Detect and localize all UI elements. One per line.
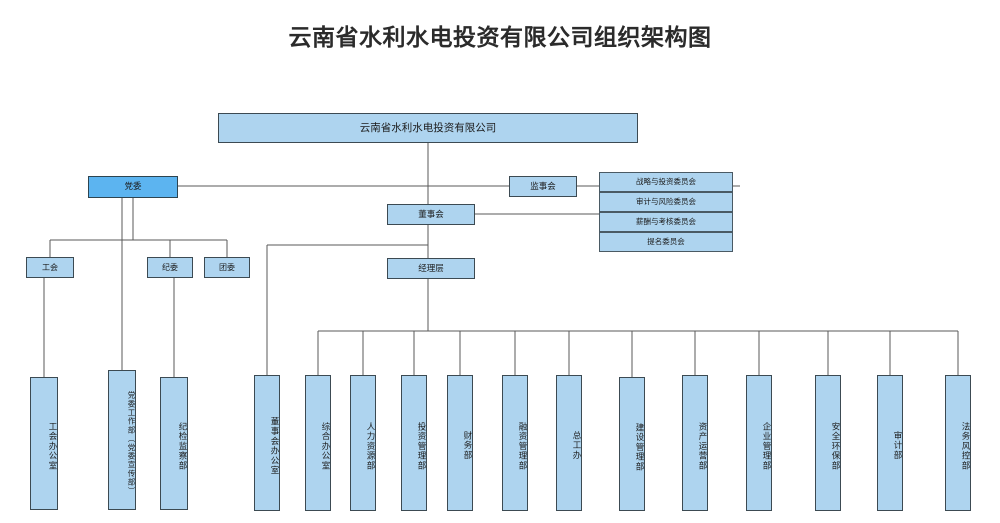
node-committee-strategy-investment-label: 战略与投资委员会 — [636, 176, 696, 186]
node-committee-strategy-investment[interactable]: 战略与投资委员会 — [599, 172, 733, 192]
node-dept-human-resources-label: 人力资源部 — [366, 421, 376, 471]
node-committee-compensation-appraisal[interactable]: 薪酬与考核委员会 — [599, 212, 733, 232]
node-committee-compensation-appraisal-label: 薪酬与考核委员会 — [636, 216, 696, 226]
node-dept-human-resources[interactable]: 人力资源部 — [350, 375, 376, 511]
node-dept-financing-management[interactable]: 融资管理部 — [502, 375, 528, 511]
node-dept-asset-operation-label: 资产运营部 — [698, 421, 708, 471]
node-dept-construction-management[interactable]: 建设管理部 — [619, 377, 645, 511]
node-dept-enterprise-management[interactable]: 企业管理部 — [746, 375, 772, 511]
node-dept-union-office-label: 工会办公室 — [48, 422, 58, 471]
node-discipline-committee[interactable]: 纪委 — [147, 257, 193, 278]
node-youth-league[interactable]: 团委 — [204, 257, 250, 278]
node-dept-chief-engineer-office[interactable]: 总工办 — [556, 375, 582, 511]
node-committee-audit-risk-label: 审计与风险委员会 — [636, 196, 696, 206]
node-board-directors-label: 董事会 — [418, 208, 444, 219]
node-dept-legal-risk-control-label: 法务风控部 — [961, 421, 971, 471]
node-management-label: 经理层 — [418, 262, 444, 273]
node-dept-discipline-inspection[interactable]: 纪检监察部 — [160, 377, 188, 510]
node-company[interactable]: 云南省水利水电投资有限公司 — [218, 113, 638, 143]
node-company-label: 云南省水利水电投资有限公司 — [359, 121, 497, 134]
node-union[interactable]: 工会 — [26, 257, 74, 278]
node-dept-comprehensive-office-label: 综合办公室 — [321, 421, 331, 471]
node-dept-construction-management-label: 建设管理部 — [635, 422, 645, 472]
node-board-directors[interactable]: 董事会 — [387, 204, 475, 225]
node-dept-board-office[interactable]: 董事会办公室 — [254, 375, 280, 511]
node-management[interactable]: 经理层 — [387, 258, 475, 279]
node-dept-investment-management[interactable]: 投资管理部 — [401, 375, 427, 511]
node-dept-party-work[interactable]: 党委工作部（党委宣传部） — [108, 370, 136, 510]
node-party-committee-label: 党委 — [124, 181, 142, 192]
node-board-supervisors-label: 监事会 — [530, 180, 556, 191]
node-dept-party-work-label: 党委工作部（党委宣传部） — [127, 390, 136, 496]
node-dept-asset-operation[interactable]: 资产运营部 — [682, 375, 708, 511]
node-dept-audit-label: 审计部 — [893, 431, 903, 461]
node-dept-comprehensive-office[interactable]: 综合办公室 — [305, 375, 331, 511]
node-dept-safety-environment[interactable]: 安全环保部 — [815, 375, 841, 511]
node-dept-legal-risk-control[interactable]: 法务风控部 — [945, 375, 971, 511]
node-dept-finance[interactable]: 财务部 — [447, 375, 473, 511]
node-union-label: 工会 — [42, 262, 58, 272]
node-dept-safety-environment-label: 安全环保部 — [831, 421, 841, 471]
node-dept-financing-management-label: 融资管理部 — [518, 421, 528, 471]
node-dept-enterprise-management-label: 企业管理部 — [762, 421, 772, 471]
node-board-supervisors[interactable]: 监事会 — [509, 176, 577, 197]
node-committee-audit-risk[interactable]: 审计与风险委员会 — [599, 192, 733, 212]
node-committee-nomination[interactable]: 提名委员会 — [599, 232, 733, 252]
node-committee-nomination-label: 提名委员会 — [647, 236, 685, 246]
page-title: 云南省水利水电投资有限公司组织架构图 — [288, 24, 712, 50]
node-youth-league-label: 团委 — [219, 262, 235, 272]
node-dept-chief-engineer-office-label: 总工办 — [572, 431, 582, 461]
node-dept-finance-label: 财务部 — [463, 431, 473, 461]
node-dept-audit[interactable]: 审计部 — [877, 375, 903, 511]
node-dept-investment-management-label: 投资管理部 — [417, 421, 427, 471]
node-dept-discipline-inspection-label: 纪检监察部 — [178, 422, 188, 471]
node-party-committee[interactable]: 党委 — [88, 176, 178, 198]
node-dept-board-office-label: 董事会办公室 — [270, 416, 280, 476]
node-discipline-committee-label: 纪委 — [162, 262, 178, 272]
node-dept-union-office[interactable]: 工会办公室 — [30, 377, 58, 510]
